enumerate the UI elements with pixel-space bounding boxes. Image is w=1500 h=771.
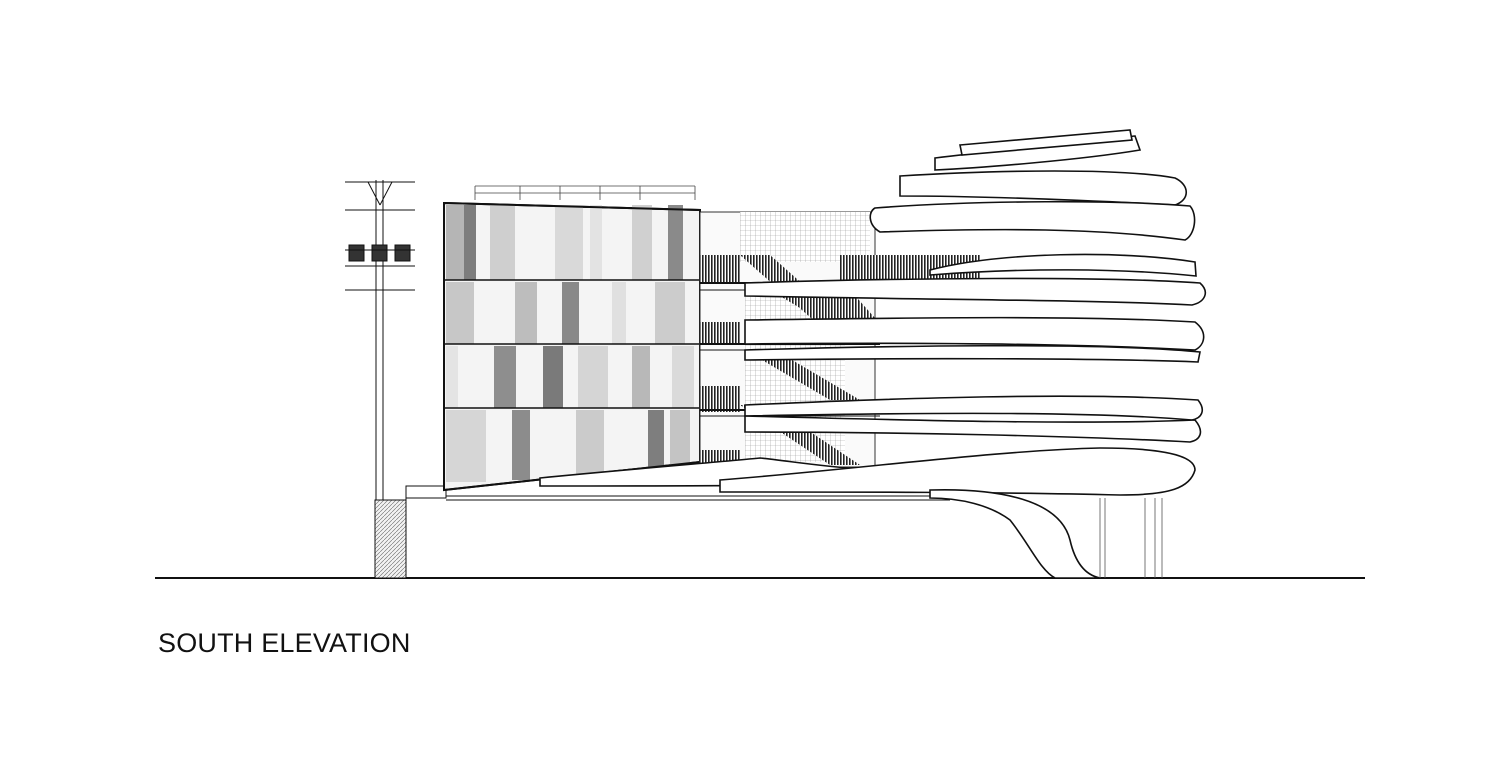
roof-railing [474,185,696,200]
ribbon-balconies [539,129,1207,579]
drawing-caption: SOUTH ELEVATION [158,628,411,658]
building-base [405,485,950,578]
utility-pole [345,180,415,579]
panelled-facade-block [443,201,701,492]
support-columns [1099,498,1163,578]
